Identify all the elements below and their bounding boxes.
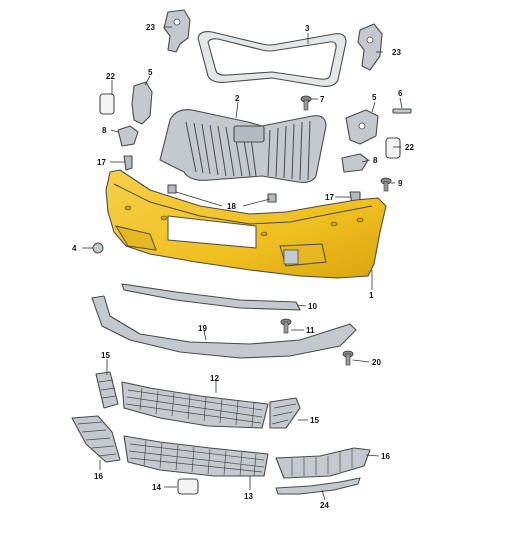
callout-4: 4 xyxy=(72,244,77,253)
part-clip-18-right xyxy=(267,193,277,203)
part-bracket-left xyxy=(163,9,191,53)
callout-23-right: 23 xyxy=(392,48,401,57)
callout-5-right: 5 xyxy=(372,93,377,102)
part-grille-frame xyxy=(197,31,347,87)
part-center-grille-upper xyxy=(121,381,269,429)
callout-23-left: 23 xyxy=(146,23,155,32)
callout-1: 1 xyxy=(369,291,374,300)
callout-19: 19 xyxy=(198,324,207,333)
part-bracket-right xyxy=(357,23,383,71)
part-pin xyxy=(392,108,412,114)
part-side-grille-right xyxy=(269,397,301,429)
callout-13: 13 xyxy=(244,492,253,501)
callout-labels: 23 3 23 22 5 2 7 5 6 8 22 17 8 9 17 18 4… xyxy=(72,23,414,510)
part-grille-insert xyxy=(159,109,327,183)
callout-12: 12 xyxy=(210,374,219,383)
part-clip-17-left xyxy=(123,155,133,171)
callout-17-right: 17 xyxy=(325,193,334,202)
part-lower-grille-left xyxy=(71,415,121,463)
part-bumper-cover xyxy=(105,169,387,279)
callout-10: 10 xyxy=(308,302,317,311)
callout-8-right: 8 xyxy=(373,156,378,165)
leader-lines xyxy=(82,26,403,501)
part-screw-9 xyxy=(380,177,392,192)
callout-22-right: 22 xyxy=(405,143,414,152)
callout-24: 24 xyxy=(320,501,329,510)
callout-5-left: 5 xyxy=(148,68,153,77)
part-clip-left xyxy=(117,125,139,147)
callout-3: 3 xyxy=(305,24,310,33)
part-mount-left xyxy=(131,81,153,125)
part-lower-grille-right xyxy=(275,447,371,479)
part-plug xyxy=(92,242,104,254)
part-center-grille-lower xyxy=(123,435,269,477)
callout-6: 6 xyxy=(398,89,403,98)
callout-17-left: 17 xyxy=(97,158,106,167)
part-trim-strip xyxy=(275,477,361,495)
part-cover-14 xyxy=(177,478,199,495)
part-mount-right xyxy=(345,109,379,145)
part-lower-lip xyxy=(91,295,357,359)
callout-7: 7 xyxy=(320,95,325,104)
callout-18: 18 xyxy=(227,202,236,211)
part-screw-7 xyxy=(300,95,312,111)
part-spoiler-strip xyxy=(121,283,301,311)
callout-16-right: 16 xyxy=(381,452,390,461)
callout-11: 11 xyxy=(306,326,315,335)
part-clip-right xyxy=(341,153,369,173)
callout-9: 9 xyxy=(398,179,403,188)
callout-16-left: 16 xyxy=(94,472,103,481)
part-seal-left xyxy=(99,93,115,115)
part-clip-18-left xyxy=(167,184,177,194)
callout-15-left: 15 xyxy=(101,351,110,360)
callout-8-left: 8 xyxy=(102,126,107,135)
callout-2: 2 xyxy=(235,94,240,103)
callout-15-right: 15 xyxy=(310,416,319,425)
callout-22-left: 22 xyxy=(106,72,115,81)
part-screw-11 xyxy=(280,318,292,334)
callout-20: 20 xyxy=(372,358,381,367)
part-seal-right xyxy=(385,137,401,159)
part-side-grille-left xyxy=(95,371,119,409)
callout-14: 14 xyxy=(152,483,161,492)
part-screw-20 xyxy=(342,350,354,366)
